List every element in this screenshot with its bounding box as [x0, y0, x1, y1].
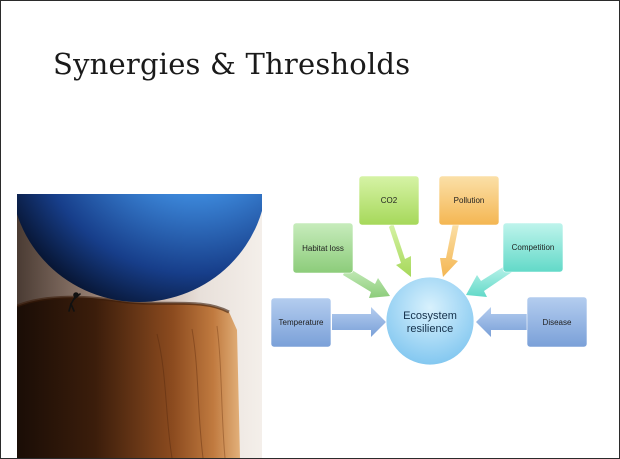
- center-label-line1: Ecosystem: [403, 310, 457, 322]
- factor-habitat-loss: Habitat loss: [292, 222, 354, 274]
- factor-disease-label: Disease: [543, 318, 572, 327]
- arrow-co2: [389, 223, 411, 277]
- boulder-on-pillar-image: [17, 194, 262, 458]
- factor-habitat-loss-label: Habitat loss: [302, 244, 344, 253]
- factor-competition-label: Competition: [512, 243, 555, 252]
- arrow-pollution: [440, 223, 459, 277]
- factor-competition: Competition: [502, 222, 564, 273]
- factor-pollution: Pollution: [438, 175, 500, 226]
- center-node: Ecosystem resilience: [385, 276, 475, 366]
- arrow-temperature: [332, 307, 386, 337]
- arrow-habitat-loss: [343, 267, 390, 298]
- slide-title: Synergies & Thresholds: [53, 47, 411, 81]
- factor-temperature: Temperature: [270, 297, 332, 348]
- center-label-line2: resilience: [407, 323, 453, 335]
- factor-disease: Disease: [526, 296, 588, 348]
- factor-co2: CO2: [358, 175, 420, 226]
- factor-temperature-label: Temperature: [279, 318, 324, 327]
- factor-co2-label: CO2: [381, 196, 398, 205]
- arrow-disease: [476, 307, 527, 337]
- arrow-competition: [466, 264, 512, 297]
- factor-pollution-label: Pollution: [454, 196, 485, 205]
